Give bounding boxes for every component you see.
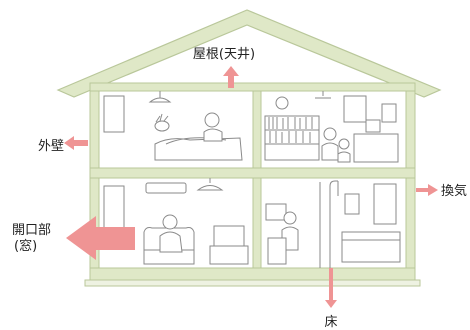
lamp-icon xyxy=(196,178,224,191)
bed-icon xyxy=(154,137,243,161)
bathtub-icon xyxy=(341,231,401,263)
heat-loss-arrow-icon xyxy=(416,184,438,196)
lower-partition xyxy=(252,177,262,269)
heat-loss-arrow-icon xyxy=(223,66,239,88)
roof xyxy=(56,9,442,98)
roof-outer xyxy=(56,9,442,98)
window-upper-right xyxy=(343,95,367,123)
lower-right-room xyxy=(265,180,401,268)
label-ventilation: 換気 xyxy=(441,183,467,199)
lamp-icon xyxy=(315,91,331,99)
label-floor: 床 xyxy=(324,315,337,330)
middle-floor xyxy=(89,167,416,179)
heat-loss-arrow-icon xyxy=(66,216,135,260)
label-opening-line1: 開口部 xyxy=(12,223,51,238)
window-bath-small xyxy=(265,203,287,221)
person-icon xyxy=(159,214,183,253)
upper-partition xyxy=(252,90,262,169)
lower-left-room xyxy=(103,178,249,265)
air-conditioner-icon xyxy=(145,182,187,194)
label-roof: 屋根(天井) xyxy=(193,47,255,62)
sink-icon xyxy=(267,237,287,265)
upper-left-room xyxy=(103,91,243,161)
clock-icon xyxy=(275,96,289,110)
window-lower-left xyxy=(103,185,125,235)
person-icon xyxy=(203,112,223,142)
heat-loss-arrows xyxy=(64,66,438,308)
attic-ceiling xyxy=(89,82,416,92)
tv-icon xyxy=(209,225,249,265)
foundation xyxy=(84,279,421,287)
heat-loss-arrow-icon xyxy=(325,268,337,308)
window-upper-right-small xyxy=(381,103,397,123)
bookshelf-icon xyxy=(264,115,320,161)
person-icon xyxy=(321,127,351,163)
heat-loss-arrow-icon xyxy=(64,136,88,150)
lamp-icon xyxy=(148,91,172,103)
label-opening-line2: (窓) xyxy=(14,238,37,254)
house-frame xyxy=(84,82,421,287)
upper-right-room xyxy=(264,91,399,163)
diagram-labels: 屋根(天井) 外壁 開口部 (窓) 換気 床 xyxy=(12,47,467,330)
plant-icon xyxy=(154,113,170,132)
shower-head xyxy=(344,193,360,215)
desk-icon xyxy=(353,119,399,163)
window-bath xyxy=(373,183,397,225)
shower-icon xyxy=(329,180,339,268)
ground-floor xyxy=(89,267,416,281)
right-outer-wall xyxy=(405,90,416,282)
label-outer-wall: 外壁 xyxy=(38,139,64,154)
window-upper-left xyxy=(103,95,125,133)
